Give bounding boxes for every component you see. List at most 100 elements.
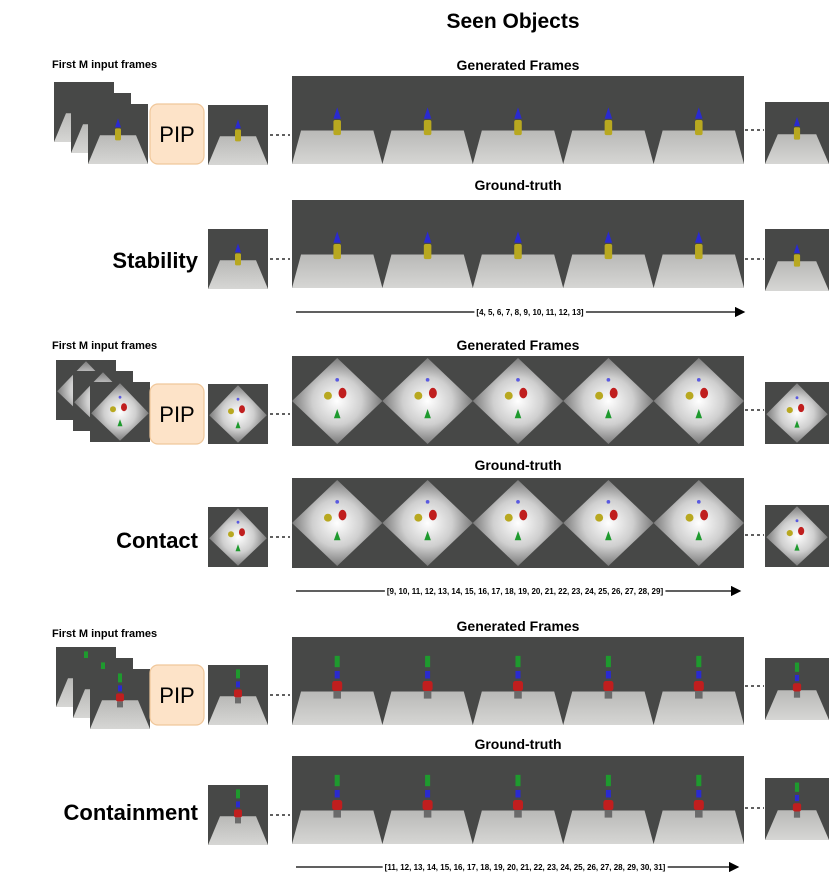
yellow-block [514,120,522,136]
green-cone [514,408,522,419]
pip-model-box: PIP [149,383,205,445]
pedestal [514,691,522,699]
floor-plane [292,810,383,844]
generated-final-frame [765,658,829,720]
generated-final-frame [765,382,829,444]
floor-plane [208,260,268,289]
pedestal [604,810,613,818]
generated-frames-label: Generated Frames [457,57,580,73]
red-container [693,800,704,811]
red-container [234,809,242,818]
red-container [422,681,433,692]
red-ball [428,387,437,399]
ground-truth-label: Ground-truth [474,177,561,193]
floor-plane [563,130,654,164]
lit-floor [563,480,654,566]
red-ball [338,387,347,399]
blue-dot [795,519,799,523]
floor-plane [765,261,829,291]
green-object [515,655,521,668]
red-container [792,683,802,692]
green-object [794,662,800,672]
blue-dot [516,499,520,504]
green-object [334,774,340,787]
red-ball [609,387,618,399]
lit-floor [766,383,828,443]
blue-dot [425,377,430,382]
blue-cone [604,231,613,243]
generated-frames-label: Generated Frames [457,618,580,634]
red-container [693,681,704,692]
blue-dot [335,499,340,504]
floor-plane [382,130,473,164]
yellow-block [115,128,121,141]
red-ball [798,526,805,536]
green-cone [235,421,241,429]
input-frames-label: First M input frames [52,628,157,640]
floor-plane [382,254,473,288]
lit-floor [292,480,383,566]
blue-dot [795,396,799,400]
red-container [512,681,524,692]
lit-floor [292,358,383,444]
green-object [515,774,521,787]
blue-object [794,794,800,802]
floor-plane [563,810,654,844]
ground-truth-strip [292,200,744,288]
floor-plane [653,254,744,288]
green-cone [333,408,341,419]
pedestal [235,697,241,704]
yellow-block [235,129,241,142]
green-cone [794,420,800,428]
green-object [118,673,122,683]
yellow-ball [595,513,604,522]
pip-output-frame [208,665,268,725]
yellow-block [333,244,341,260]
pip-box-shape [149,664,205,726]
range-label-bg [474,305,586,317]
pip-label: PIP [159,402,194,427]
red-container [332,681,343,692]
ground-truth-label: Ground-truth [474,457,561,473]
pedestal [695,691,703,699]
ground-truth-input-frame [208,507,268,567]
floor-plane [472,130,564,164]
input-frame [88,104,148,164]
floor-plane [88,135,148,164]
red-ball [239,528,245,537]
red-container [792,803,802,812]
red-ball [519,509,528,521]
pedestal [235,817,241,824]
range-label-bg [382,860,668,872]
ground-truth-label: Ground-truth [474,736,561,752]
blue-cone [695,107,703,119]
yellow-block [604,120,613,136]
floor-plane [472,810,564,844]
green-cone [424,408,431,419]
pip-model-box: PIP [149,103,205,165]
green-object [84,651,88,661]
floor-plane [653,810,744,844]
yellow-block [514,244,522,260]
blue-cone [793,116,801,127]
green-cone [333,530,341,541]
yellow-ball [595,391,604,400]
blue-object [118,685,122,692]
generated-final-frame [765,102,829,164]
red-ball [700,509,709,521]
task-label: Contact [116,528,199,553]
pip-output-frame [208,105,268,165]
blue-object [794,674,800,682]
blue-object [696,789,702,798]
lit-floor [209,385,267,443]
pedestal [117,701,123,708]
yellow-ball [685,513,694,522]
blue-cone [423,231,432,243]
green-object [334,655,340,668]
pedestal [695,810,703,818]
floor-plane [292,254,383,288]
ground-truth-strip [292,478,744,568]
